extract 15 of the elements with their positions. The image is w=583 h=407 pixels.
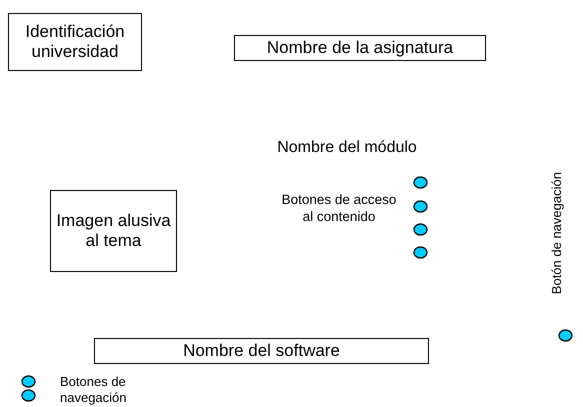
navigation-button-icon (21, 389, 36, 402)
placeholder-box: Imagen alusiva al tema (50, 190, 177, 272)
placeholder-box: Nombre del software (94, 338, 429, 364)
caption-text: Botones de navegación (60, 374, 128, 406)
caption-text: Botón de navegación (548, 171, 565, 296)
navigation-button-icon (558, 329, 573, 342)
placeholder-box: Identificación universidad (8, 13, 142, 71)
placeholder-box: Nombre de la asignatura (234, 35, 486, 61)
caption-text: Botones de acceso al contenido (280, 192, 398, 226)
navigation-button-icon (413, 176, 428, 189)
navigation-button-icon (413, 200, 428, 213)
navigation-button-icon (21, 375, 36, 388)
caption-text: Nombre del módulo (276, 138, 418, 158)
navigation-button-icon (413, 223, 428, 236)
navigation-button-icon (413, 246, 428, 259)
